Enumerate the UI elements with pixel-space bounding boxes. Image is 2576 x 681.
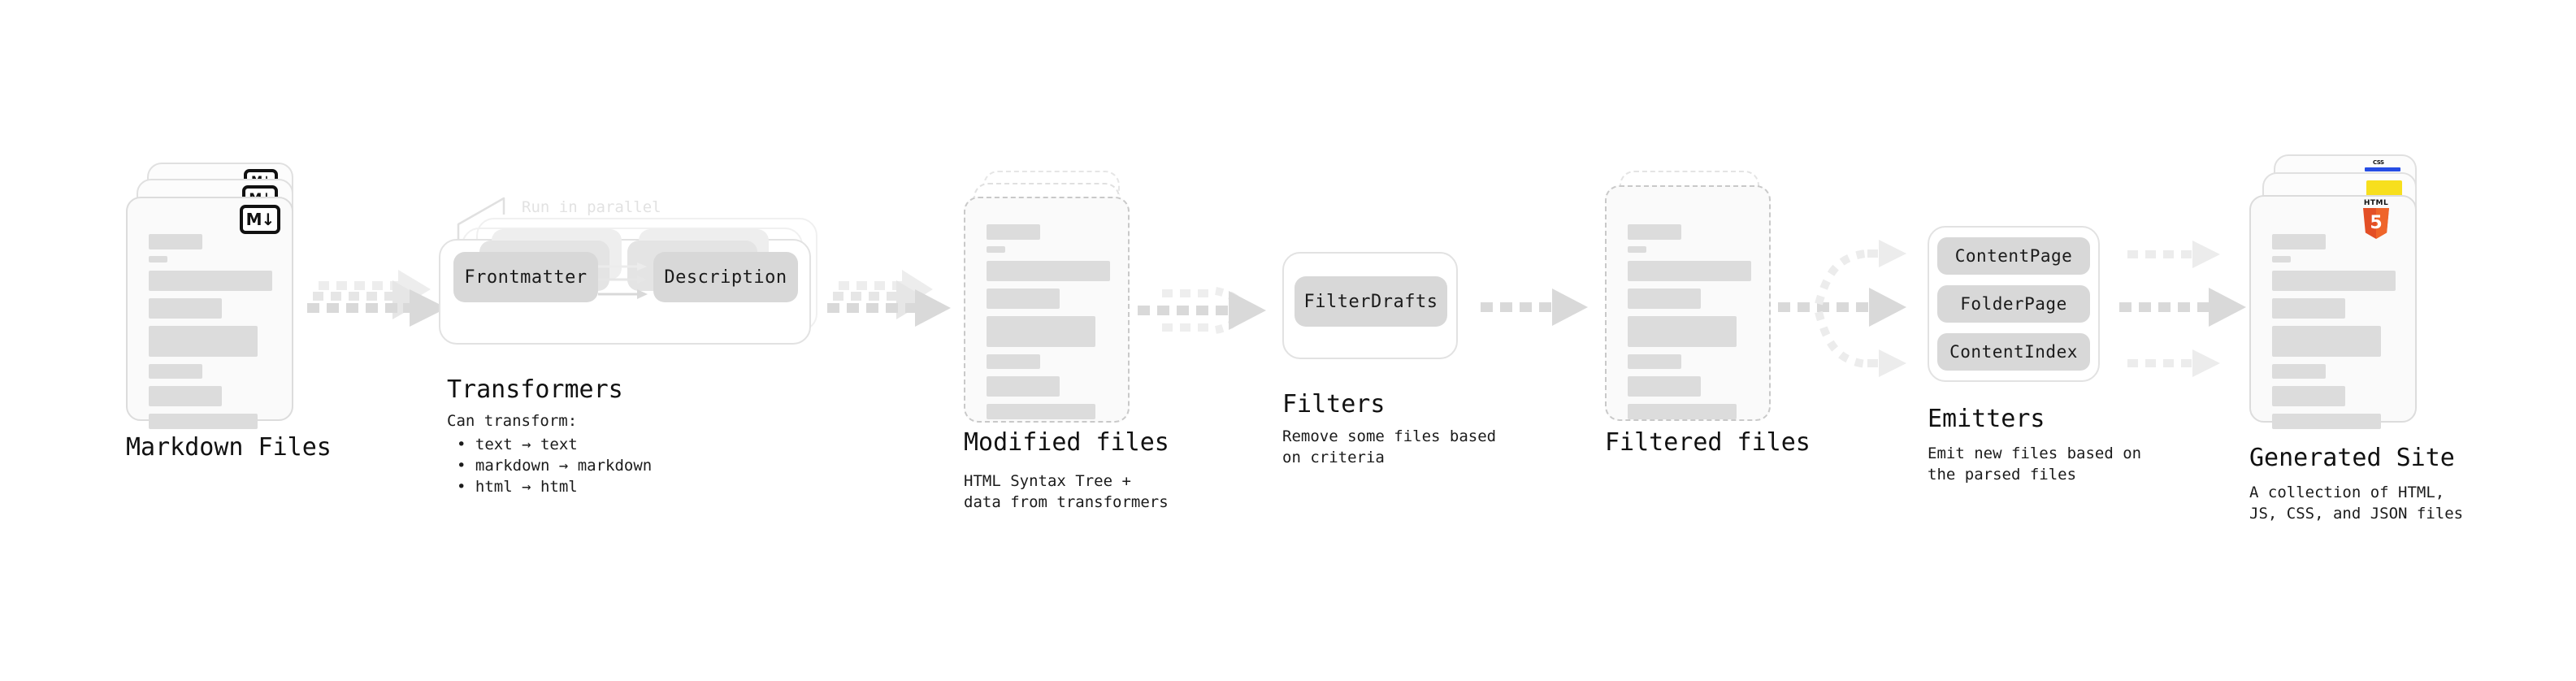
html5-icon-label: HTML xyxy=(2363,199,2389,207)
transformers-chip-description[interactable]: Description xyxy=(653,252,798,302)
markdown-file-stack: M↓ M↓ M↓ xyxy=(126,163,313,431)
emitters-subtitle-0: Emit new files based on xyxy=(1928,445,2142,462)
transformers-title: Transformers xyxy=(447,375,623,404)
emitters-chip-contentindex[interactable]: ContentIndex xyxy=(1937,333,2090,371)
modified-files-subtitle-1: data from transformers xyxy=(964,493,1169,511)
run-in-parallel-label: Run in parallel xyxy=(522,198,661,216)
markdown-card-front xyxy=(126,197,293,429)
arrow-transformers-to-modified xyxy=(827,268,969,341)
filters-title: Filters xyxy=(1282,390,1386,419)
css-icon xyxy=(2365,167,2400,171)
generated-site-subtitle-0: A collection of HTML, xyxy=(2249,484,2445,501)
filters-chip-filterdrafts[interactable]: FilterDrafts xyxy=(1295,276,1447,327)
generated-site-stack: CSS HTML 5 xyxy=(2249,154,2444,431)
markdown-files-title: Markdown Files xyxy=(126,433,332,462)
emitters-chip-folderpage[interactable]: FolderPage xyxy=(1937,285,2090,323)
filtered-card-front xyxy=(1605,185,1771,421)
emitters-title: Emitters xyxy=(1928,405,2045,433)
emitters-chip-contentpage[interactable]: ContentPage xyxy=(1937,237,2090,275)
arrow-markdown-to-transformers xyxy=(307,268,453,341)
stage-filtered-files xyxy=(1605,171,1792,431)
filtered-files-title: Filtered files xyxy=(1605,428,1811,457)
emitters-subtitle-1: the parsed files xyxy=(1928,466,2077,484)
transformers-subtitle-head: Can transform: xyxy=(447,412,578,430)
modified-card-lines xyxy=(965,198,1128,421)
filtered-card-lines xyxy=(1607,187,1769,419)
stage-generated-site: CSS HTML 5 xyxy=(2249,154,2444,431)
transformers-subtitle-item-1: • markdown → markdown xyxy=(457,457,653,475)
generated-site-subtitle-1: JS, CSS, and JSON files xyxy=(2249,505,2464,523)
arrow-emitters-to-site xyxy=(2119,236,2257,386)
modified-file-stack xyxy=(964,171,1151,431)
stage-markdown-files: M↓ M↓ M↓ xyxy=(126,163,313,431)
filters-subtitle-0: Remove some files based xyxy=(1282,427,1497,445)
stage-modified-files xyxy=(964,171,1151,431)
html5-digit: 5 xyxy=(2370,213,2383,233)
arrow-modified-to-filters xyxy=(1138,262,1284,351)
transformers-inner-arrows xyxy=(598,262,648,299)
run-in-parallel-leader xyxy=(457,197,505,250)
modified-card-front xyxy=(964,197,1130,423)
filters-subtitle-1: on criteria xyxy=(1282,449,1385,466)
modified-files-title: Modified files xyxy=(964,428,1169,457)
html5-shield: 5 xyxy=(2363,208,2389,239)
modified-files-subtitle-0: HTML Syntax Tree + xyxy=(964,472,1131,490)
generated-card-front xyxy=(2249,195,2417,429)
generated-site-title: Generated Site xyxy=(2249,444,2455,472)
transformers-subtitle-item-2: • html → html xyxy=(457,478,578,496)
generated-card-lines xyxy=(2251,197,2415,429)
filtered-file-stack xyxy=(1605,171,1792,431)
transformers-subtitle-item-0: • text → text xyxy=(457,436,578,453)
markdown-icon: M↓ xyxy=(240,205,280,234)
transformers-chip-frontmatter[interactable]: Frontmatter xyxy=(453,252,598,302)
arrow-filtered-to-emitters xyxy=(1778,236,1932,386)
js-icon xyxy=(2366,180,2402,198)
html5-icon: HTML 5 xyxy=(2363,200,2389,239)
markdown-card-lines xyxy=(128,198,292,429)
css-icon-label: CSS xyxy=(2373,159,2384,166)
arrow-filters-to-filtered xyxy=(1481,286,1602,335)
